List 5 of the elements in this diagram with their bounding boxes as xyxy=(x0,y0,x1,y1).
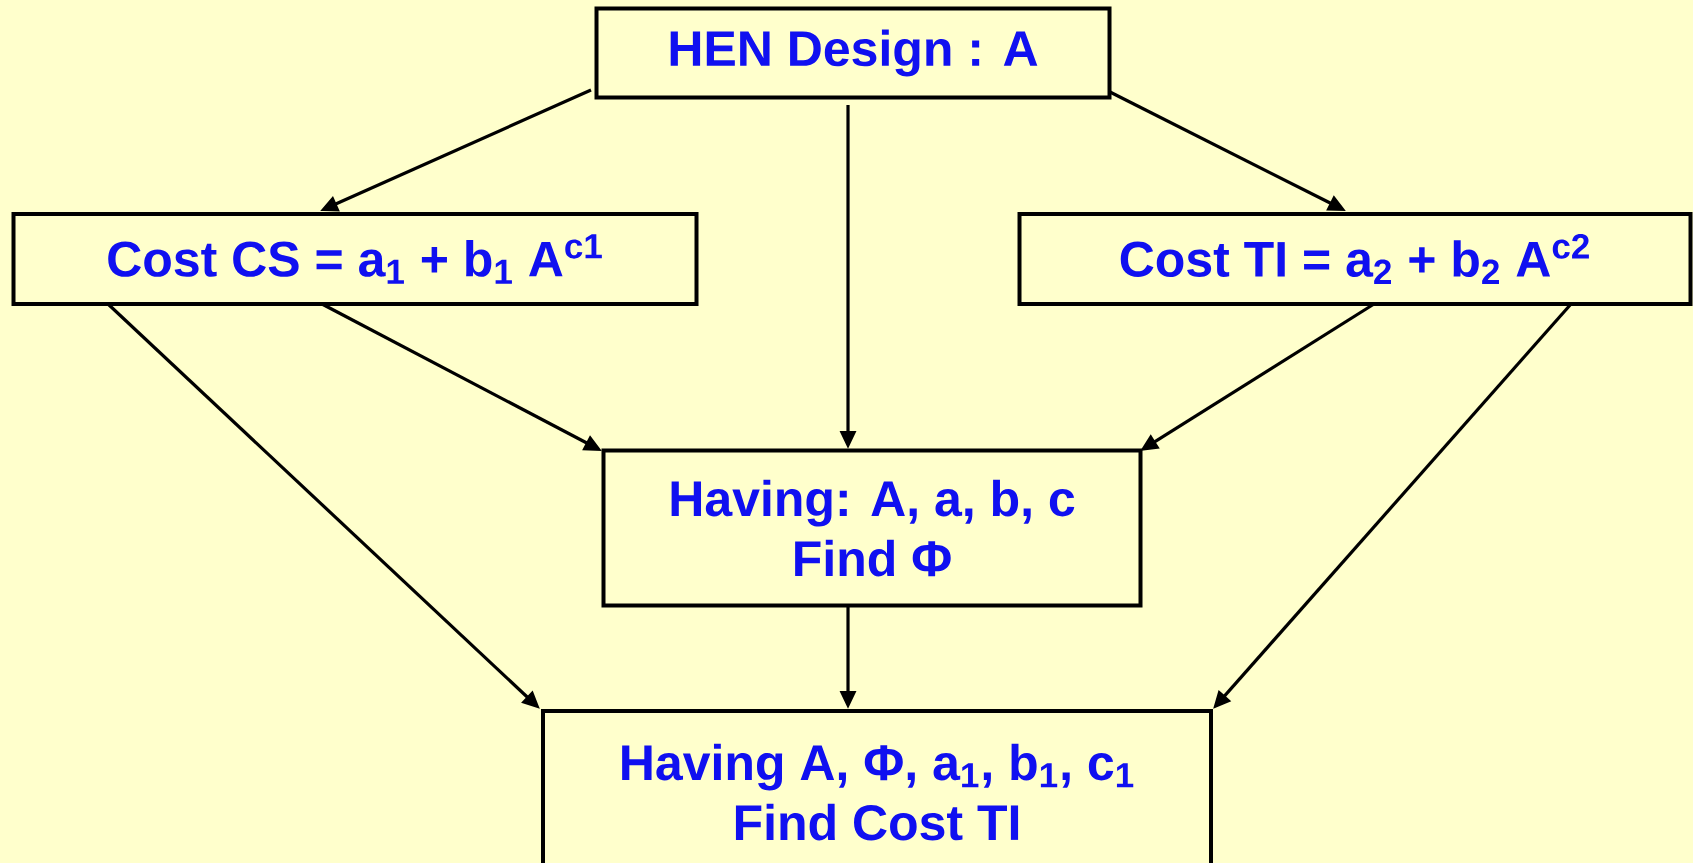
process-box: Cost TI = a$_{2}$ + b$_{2}$ A$^{c2}$ xyxy=(1017,212,1693,306)
process-box: Cost CS = a$_{1}$ + b$_{1}$ A$^{c1}$ xyxy=(11,212,699,306)
process-box: Having: A, a, b, c Find Φ xyxy=(601,448,1143,608)
process-box: HEN Design : A xyxy=(594,6,1112,100)
process-box: Having A, Φ, a$_{1}$, b$_{1}$, c$_{1}$ Find Cost TI xyxy=(541,709,1213,863)
